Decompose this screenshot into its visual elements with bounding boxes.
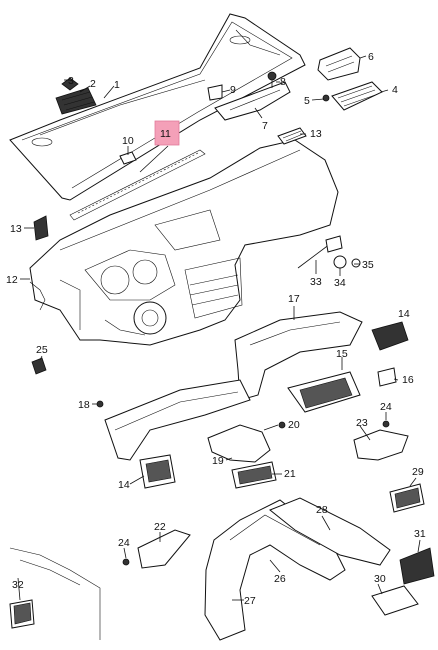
label-9: 9 <box>230 84 236 96</box>
label-33: 33 <box>310 276 322 288</box>
bolt-24-left <box>122 558 130 566</box>
label-14-right: 14 <box>398 308 410 320</box>
label-5: 5 <box>304 95 310 107</box>
vent-13-right <box>277 127 307 145</box>
label-14-left: 14 <box>118 479 130 491</box>
label-24-left: 24 <box>118 537 130 549</box>
bolt-18 <box>96 400 104 408</box>
duct-30 <box>371 585 419 616</box>
label-34: 34 <box>334 277 346 289</box>
label-32: 32 <box>12 579 24 591</box>
bracket-7 <box>214 81 291 121</box>
duct-15 <box>287 371 361 413</box>
label-27: 27 <box>244 595 256 607</box>
dashboard <box>29 139 339 346</box>
label-21: 21 <box>284 468 296 480</box>
vent-13-left <box>33 215 49 241</box>
label-24-right: 24 <box>380 401 392 413</box>
clip-5 <box>322 94 330 102</box>
clip-35 <box>351 258 361 268</box>
label-19: 19 <box>212 455 224 467</box>
bracket-9 <box>207 84 223 101</box>
callout-labels: 1 2 3 4 5 6 7 8 9 10 11 12 13 13 14 14 1… <box>6 51 426 607</box>
label-13-right: 13 <box>310 128 322 140</box>
label-10: 10 <box>122 135 134 147</box>
highlight-box-11 <box>154 120 180 146</box>
clip-20 <box>278 421 286 429</box>
left-duct <box>104 379 251 461</box>
label-7: 7 <box>262 120 268 132</box>
label-35: 35 <box>362 259 374 271</box>
label-4: 4 <box>392 84 398 96</box>
grille-16 <box>377 367 397 387</box>
knob-34 <box>333 255 347 269</box>
vent-31 <box>399 547 435 585</box>
bolt-8 <box>267 71 277 88</box>
label-23: 23 <box>356 417 368 429</box>
label-16: 16 <box>402 374 414 386</box>
label-15: 15 <box>336 348 348 360</box>
label-2: 2 <box>90 78 96 90</box>
label-6: 6 <box>368 51 374 63</box>
bracket-22 <box>137 529 191 569</box>
label-26: 26 <box>274 573 286 585</box>
label-13-left: 13 <box>10 223 22 235</box>
grille-29 <box>389 483 425 513</box>
label-8: 8 <box>280 76 286 88</box>
label-25: 25 <box>36 344 48 356</box>
label-29: 29 <box>412 466 424 478</box>
label-12: 12 <box>6 274 18 286</box>
label-28: 28 <box>316 504 328 516</box>
vent-grille-left <box>55 87 97 115</box>
duct-19 <box>207 424 271 463</box>
label-30: 30 <box>374 573 386 585</box>
label-17: 17 <box>288 293 300 305</box>
grille-6 <box>317 47 361 81</box>
bracket-23 <box>353 429 409 461</box>
label-1: 1 <box>114 79 120 91</box>
grille-4 <box>331 81 383 111</box>
inset-detail-32 <box>9 547 101 640</box>
bolt-24-right <box>382 420 390 428</box>
clip-25 <box>31 357 47 375</box>
label-3: 3 <box>68 75 74 87</box>
label-11: 11 <box>160 128 171 140</box>
cowl-panel <box>9 13 306 201</box>
label-22: 22 <box>154 521 166 533</box>
leader-lines <box>17 55 421 601</box>
vent-outlet-15 <box>371 321 409 351</box>
duct-28 <box>269 497 391 566</box>
label-20: 20 <box>288 419 300 431</box>
rod-33 <box>297 235 343 269</box>
seal-strip <box>69 149 206 221</box>
label-18: 18 <box>78 399 90 411</box>
grille-21 <box>231 461 277 489</box>
label-31: 31 <box>414 528 426 540</box>
vent-outlet-14-left <box>139 454 176 489</box>
left-side-panel <box>29 281 46 311</box>
